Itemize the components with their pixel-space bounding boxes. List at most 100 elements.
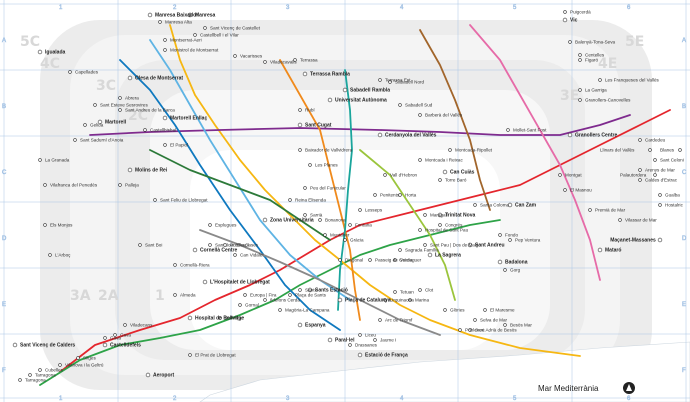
station-dot[interactable] (567, 132, 573, 138)
station-dot[interactable] (473, 318, 477, 322)
station-dot[interactable] (143, 128, 147, 132)
station-dot[interactable] (498, 233, 502, 237)
station-dot[interactable] (297, 322, 303, 328)
station-dot[interactable] (153, 198, 157, 202)
station-dot[interactable] (307, 287, 313, 293)
station-dot[interactable] (378, 78, 382, 82)
station-dot[interactable] (327, 97, 333, 103)
station-dot[interactable] (483, 308, 487, 312)
station-dot[interactable] (337, 297, 343, 303)
station-dot[interactable] (298, 288, 302, 292)
station-dot[interactable] (373, 338, 377, 342)
station-dot[interactable] (147, 12, 153, 18)
station-dot[interactable] (578, 88, 582, 92)
station-dot[interactable] (208, 243, 212, 247)
station-dot[interactable] (578, 53, 582, 57)
station-dot[interactable] (233, 54, 237, 58)
station-dot[interactable] (38, 368, 42, 372)
station-dot[interactable] (138, 243, 142, 247)
station-dot[interactable] (358, 208, 362, 212)
station-dot[interactable] (118, 96, 122, 100)
station-dot[interactable] (303, 186, 307, 190)
station-dot[interactable] (342, 87, 348, 93)
station-dot[interactable] (497, 259, 503, 265)
station-dot[interactable] (598, 78, 602, 82)
station-dot[interactable] (238, 303, 242, 307)
station-dot[interactable] (73, 138, 77, 142)
station-dot[interactable] (638, 178, 642, 182)
station-dot[interactable] (423, 243, 427, 247)
station-dot[interactable] (298, 148, 302, 152)
station-dot[interactable] (93, 103, 97, 107)
station-dot[interactable] (187, 12, 193, 18)
station-dot[interactable] (163, 143, 167, 147)
station-dot[interactable] (303, 213, 307, 217)
station-dot[interactable] (348, 223, 352, 227)
station-dot[interactable] (163, 38, 167, 42)
station-dot[interactable] (467, 242, 473, 248)
station-dot[interactable] (398, 193, 402, 197)
station-dot[interactable] (468, 328, 472, 332)
station-dot[interactable] (173, 263, 177, 267)
station-dot[interactable] (202, 279, 208, 285)
station-dot[interactable] (118, 183, 122, 187)
station-dot[interactable] (297, 122, 303, 128)
station-dot[interactable] (323, 233, 327, 237)
station-dot[interactable] (408, 298, 412, 302)
station-dot[interactable] (563, 10, 567, 14)
station-dot[interactable] (58, 363, 62, 367)
station-dot[interactable] (113, 333, 117, 337)
station-dot[interactable] (398, 103, 402, 107)
station-dot[interactable] (193, 33, 197, 37)
station-dot[interactable] (83, 123, 87, 127)
station-dot[interactable] (187, 315, 193, 321)
station-dot[interactable] (448, 148, 452, 152)
station-dot[interactable] (357, 352, 363, 358)
station-dot[interactable] (318, 218, 322, 222)
station-dot[interactable] (348, 343, 352, 347)
station-dot[interactable] (443, 308, 447, 312)
station-dot[interactable] (338, 258, 342, 262)
station-dot[interactable] (378, 318, 382, 322)
station-dot[interactable] (437, 212, 443, 218)
station-dot[interactable] (438, 178, 442, 182)
station-dot[interactable] (278, 308, 282, 312)
station-dot[interactable] (263, 298, 267, 302)
station-dot[interactable] (188, 353, 192, 357)
station-dot[interactable] (103, 336, 107, 340)
station-dot[interactable] (218, 316, 222, 320)
station-dot[interactable] (658, 193, 662, 197)
station-dot[interactable] (18, 378, 22, 382)
station-dot[interactable] (158, 20, 162, 24)
station-dot[interactable] (393, 258, 397, 262)
station-dot[interactable] (618, 218, 622, 222)
station-dot[interactable] (173, 293, 177, 297)
station-dot[interactable] (427, 252, 433, 258)
station-dot[interactable] (192, 247, 198, 253)
station-dot[interactable] (127, 75, 133, 81)
station-dot[interactable] (578, 58, 582, 62)
station-dot[interactable] (377, 132, 383, 138)
station-dot[interactable] (588, 208, 592, 212)
station-dot[interactable] (383, 173, 387, 177)
station-dot[interactable] (398, 248, 402, 252)
station-dot[interactable] (262, 217, 268, 223)
station-dot[interactable] (657, 237, 663, 243)
station-dot[interactable] (288, 198, 292, 202)
station-dot[interactable] (327, 337, 333, 343)
station-dot[interactable] (97, 119, 103, 125)
station-dot[interactable] (418, 228, 422, 232)
station-dot[interactable] (473, 203, 477, 207)
station-dot[interactable] (203, 26, 207, 30)
station-dot[interactable] (145, 372, 151, 378)
station-dot[interactable] (438, 223, 442, 227)
station-dot[interactable] (578, 98, 582, 102)
station-dot[interactable] (418, 288, 422, 292)
station-dot[interactable] (563, 188, 567, 192)
station-dot[interactable] (507, 202, 513, 208)
station-dot[interactable] (123, 323, 127, 327)
station-dot[interactable] (48, 253, 52, 257)
station-dot[interactable] (38, 158, 42, 162)
station-dot[interactable] (373, 193, 377, 197)
station-dot[interactable] (288, 293, 292, 297)
